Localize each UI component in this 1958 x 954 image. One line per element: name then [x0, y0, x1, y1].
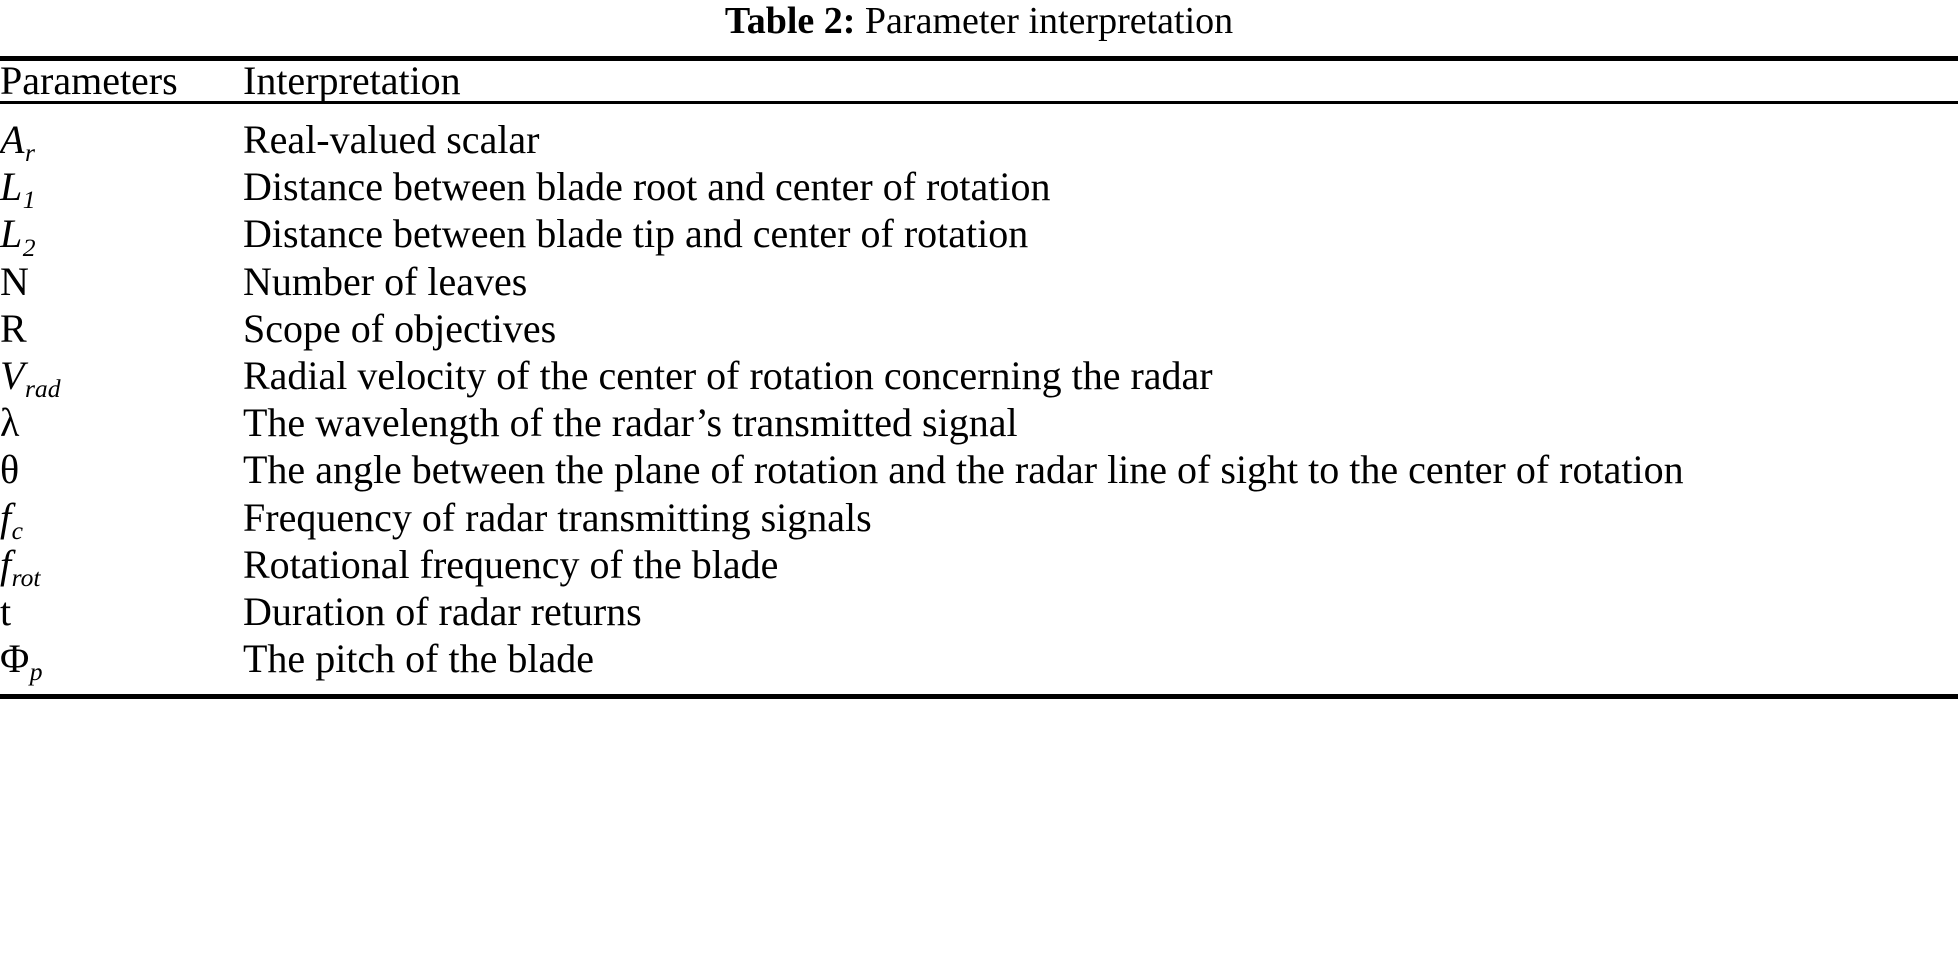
parameter-symbol-subscript: 2	[22, 232, 36, 262]
interpretation-text: Frequency of radar transmitting signals	[243, 494, 872, 540]
parameter-symbol-cell: t	[0, 588, 243, 635]
parameter-symbol: N	[0, 258, 29, 305]
interpretation-text: Distance between blade root and center o…	[243, 164, 1051, 210]
parameter-symbol-base: R	[0, 305, 27, 351]
interpretation-cell: Distance between blade tip and center of…	[243, 210, 1958, 257]
table-rule-top	[0, 56, 1958, 61]
parameter-symbol-cell: θ	[0, 446, 243, 493]
table-caption: Table 2: Parameter interpretation	[0, 0, 1958, 56]
parameter-symbol: θ	[0, 446, 19, 493]
interpretation-text: Radial velocity of the center of rotatio…	[243, 352, 1213, 398]
parameter-symbol-subscript: rot	[11, 562, 41, 592]
parameter-symbol-cell: frot	[0, 541, 243, 592]
parameter-symbol: Ar	[0, 116, 35, 167]
interpretation-cell: Scope of objectives	[243, 305, 1958, 352]
interpretation-cell: The angle between the plane of rotation …	[243, 446, 1958, 493]
parameter-symbol-cell: Vrad	[0, 352, 243, 403]
table-row: θ The angle between the plane of rotation…	[0, 446, 1958, 493]
parameter-symbol-subscript: c	[11, 515, 23, 545]
parameter-symbol: L2	[0, 210, 36, 261]
parameter-symbol-subscript: rad	[24, 374, 61, 404]
parameter-symbol-cell: N	[0, 258, 243, 305]
parameter-symbol-cell: λ	[0, 399, 243, 446]
interpretation-text: Number of leaves	[243, 258, 528, 304]
parameter-symbol-base: f	[0, 541, 12, 587]
interpretation-cell: Duration of radar returns	[243, 588, 1958, 635]
parameter-symbol-cell: Ar	[0, 103, 243, 167]
parameter-symbol-base: A	[0, 117, 25, 162]
table-header-row: Parameters Interpretation	[0, 61, 1958, 104]
interpretation-cell: The wavelength of the radar’s transmitte…	[243, 399, 1958, 446]
parameter-symbol-cell: R	[0, 305, 243, 352]
parameter-symbol-cell: Φp	[0, 635, 243, 694]
interpretation-cell: Radial velocity of the center of rotatio…	[243, 352, 1958, 399]
parameter-symbol-base: Φ	[0, 636, 30, 682]
interpretation-cell: The pitch of the blade	[243, 635, 1958, 694]
parameter-symbol: L1	[0, 163, 36, 214]
table-row: λ The wavelength of the radar’s transmitt…	[0, 399, 1958, 446]
parameter-symbol-base: λ	[0, 400, 20, 446]
interpretation-cell: Distance between blade root and center o…	[243, 163, 1958, 210]
parameter-symbol-base: L	[0, 211, 23, 257]
table-row: N Number of leaves	[0, 258, 1958, 305]
interpretation-cell: Rotational frequency of the blade	[243, 541, 1958, 588]
interpretation-text: Real-valued scalar	[243, 117, 540, 162]
parameter-symbol: frot	[0, 541, 41, 592]
table-row: Ar Real-valued scalar	[0, 103, 1958, 167]
parameter-symbol-subscript: p	[29, 657, 43, 687]
table-rule-bottom	[0, 694, 1958, 700]
parameter-symbol: fc	[0, 494, 23, 545]
parameter-symbol-subscript: r	[24, 138, 35, 168]
table-row: R Scope of objectives	[0, 305, 1958, 352]
parameter-symbol-cell: L1	[0, 163, 243, 214]
parameter-symbol-cell: fc	[0, 494, 243, 545]
interpretation-text: Distance between blade tip and center of…	[243, 211, 1029, 257]
parameter-symbol: Vrad	[0, 352, 61, 403]
parameter-interpretation-table: Parameters Interpretation Ar Real-valued …	[0, 61, 1958, 694]
parameter-symbol-base: θ	[0, 447, 20, 493]
table-caption-label: Table 2:	[724, 0, 856, 42]
table-figure: Table 2: Parameter interpretation Parame…	[0, 0, 1958, 700]
interpretation-cell: Number of leaves	[243, 258, 1958, 305]
interpretation-text: The angle between the plane of rotation …	[243, 447, 1684, 493]
interpretation-text: Scope of objectives	[243, 305, 557, 351]
table-row: Vrad Radial velocity of the center of rot…	[0, 352, 1958, 403]
table-row: fc Frequency of radar transmitting signal…	[0, 494, 1958, 545]
parameter-symbol: R	[0, 305, 27, 352]
parameter-symbol: t	[0, 588, 11, 635]
table-row: L2 Distance between blade tip and center …	[0, 210, 1958, 261]
interpretation-cell: Frequency of radar transmitting signals	[243, 494, 1958, 541]
interpretation-text: The pitch of the blade	[243, 636, 594, 682]
column-header-parameters: Parameters	[0, 61, 243, 104]
table-row: frot Rotational frequency of the blade	[0, 541, 1958, 592]
parameter-symbol-subscript: 1	[22, 185, 36, 215]
interpretation-text: Duration of radar returns	[243, 588, 642, 634]
parameter-symbol-base: f	[0, 494, 12, 540]
parameter-symbol: Φp	[0, 635, 43, 686]
table-row: t Duration of radar returns	[0, 588, 1958, 635]
parameter-symbol-base: L	[0, 164, 23, 210]
parameter-symbol-base: V	[0, 352, 25, 398]
table-row: L1 Distance between blade root and center…	[0, 163, 1958, 214]
parameter-symbol-base: t	[0, 588, 12, 634]
parameter-symbol-base: N	[0, 258, 29, 304]
table-row: Φp The pitch of the blade	[0, 635, 1958, 694]
table-caption-text: Parameter interpretation	[864, 0, 1234, 42]
column-header-interpretation: Interpretation	[243, 61, 1958, 104]
interpretation-cell: Real-valued scalar	[243, 103, 1958, 164]
parameter-symbol: λ	[0, 399, 19, 446]
interpretation-text: The wavelength of the radar’s transmitte…	[243, 400, 1018, 446]
interpretation-text: Rotational frequency of the blade	[243, 541, 779, 587]
parameter-symbol-cell: L2	[0, 210, 243, 261]
